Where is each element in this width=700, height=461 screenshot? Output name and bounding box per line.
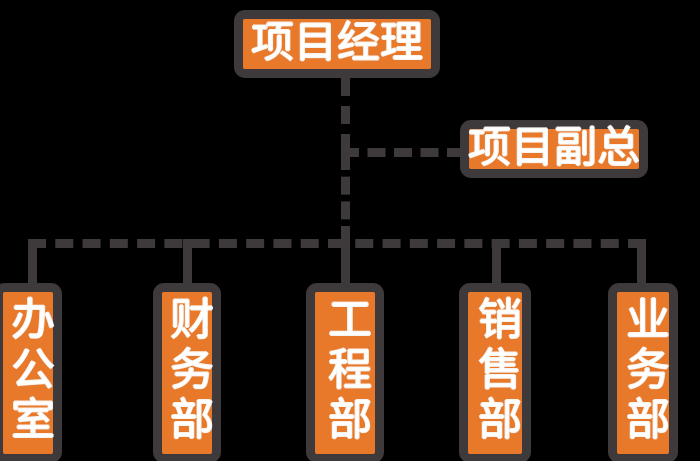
node-engineering-department[interactable]: 工程部 xyxy=(306,283,384,461)
connector-drop-finance xyxy=(183,239,192,287)
connector-manager-trunk-lower xyxy=(341,152,350,244)
connector-department-bus xyxy=(28,239,646,248)
node-business-department-label: 业务部 xyxy=(618,296,669,446)
node-project-manager-label: 项目经理 xyxy=(251,18,423,69)
node-finance-department-label: 财务部 xyxy=(162,296,213,446)
connector-drop-business xyxy=(637,239,646,287)
node-business-department[interactable]: 业务部 xyxy=(608,283,678,461)
node-sales-department[interactable]: 销售部 xyxy=(459,283,531,461)
connector-drop-engineering xyxy=(341,239,350,287)
node-engineering-department-label: 工程部 xyxy=(320,296,371,446)
node-office[interactable]: 办公室 xyxy=(0,283,62,461)
connector-manager-to-vice xyxy=(341,148,465,157)
node-office-label: 办公室 xyxy=(3,296,54,446)
connector-drop-office xyxy=(28,239,37,287)
node-project-manager[interactable]: 项目经理 xyxy=(234,10,440,78)
connector-manager-trunk-upper xyxy=(341,78,350,152)
node-project-vice-president[interactable]: 项目副总 xyxy=(460,120,648,178)
node-project-vice-president-label: 项目副总 xyxy=(468,123,640,174)
node-finance-department[interactable]: 财务部 xyxy=(153,283,221,461)
node-sales-department-label: 销售部 xyxy=(470,296,521,446)
connector-drop-sales xyxy=(492,239,501,287)
